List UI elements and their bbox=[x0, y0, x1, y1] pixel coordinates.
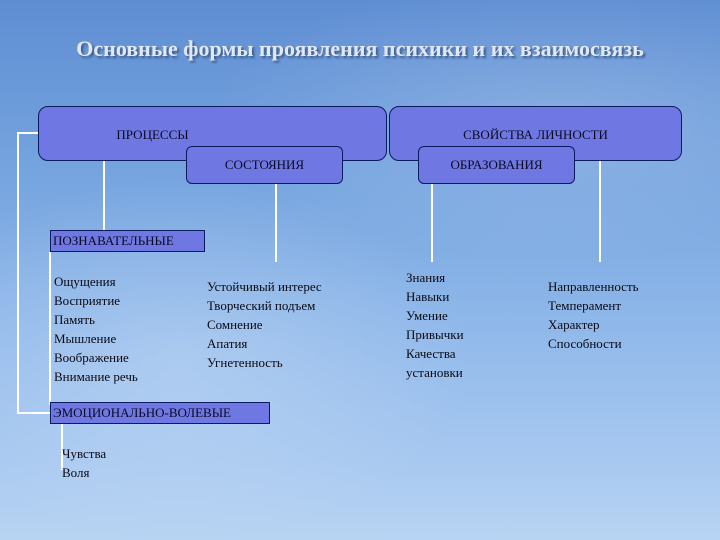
page-title: Основные формы проявления психики и их в… bbox=[76, 36, 644, 61]
processes-label: ПРОЦЕССЫ bbox=[116, 127, 189, 142]
list-item: Привычки bbox=[406, 327, 464, 342]
list-item: Апатия bbox=[207, 336, 248, 351]
list-item: Угнетенность bbox=[207, 355, 283, 370]
list-item: Знания bbox=[406, 270, 446, 285]
emotional-volitional-label: ЭМОЦИОНАЛЬНО-ВОЛЕВЫЕ bbox=[53, 405, 231, 420]
emotional-volitional-node: ЭМОЦИОНАЛЬНО-ВОЛЕВЫЕ bbox=[50, 402, 270, 424]
formation-items-list: Знания Навыки Умение Привычки Качества у… bbox=[406, 268, 464, 382]
list-item: Сомнение bbox=[207, 317, 263, 332]
formations-node: ОБРАЗОВАНИЯ bbox=[418, 146, 575, 184]
formations-label: ОБРАЗОВАНИЯ bbox=[450, 157, 543, 172]
list-item: Темперамент bbox=[548, 298, 622, 313]
states-label: СОСТОЯНИЯ bbox=[224, 157, 305, 172]
cognitive-node: ПОЗНАВАТЕЛЬНЫЕ bbox=[50, 230, 205, 252]
list-item: Внимание речь bbox=[54, 369, 138, 384]
list-item: Умение bbox=[406, 308, 448, 323]
list-item: Устойчивый интерес bbox=[207, 279, 322, 294]
cognitive-label: ПОЗНАВАТЕЛЬНЫЕ bbox=[53, 233, 174, 248]
list-item: Чувства bbox=[62, 446, 107, 461]
list-item: Навыки bbox=[406, 289, 450, 304]
list-item: Восприятие bbox=[54, 293, 121, 308]
list-item: Воображение bbox=[54, 350, 129, 365]
list-item: Мышление bbox=[54, 331, 117, 346]
list-item: Память bbox=[54, 312, 95, 327]
list-item: Способности bbox=[548, 336, 622, 351]
list-item: Характер bbox=[548, 317, 600, 332]
list-item: Качества bbox=[406, 346, 456, 361]
cognitive-items-list: Ощущения Восприятие Память Мышление Вооб… bbox=[54, 272, 138, 386]
list-item: Направленность bbox=[548, 279, 639, 294]
connector-processes-emotional bbox=[17, 132, 50, 414]
list-item: Ощущения bbox=[54, 274, 116, 289]
list-item: Творческий подъем bbox=[207, 298, 316, 313]
states-node: СОСТОЯНИЯ bbox=[186, 146, 343, 184]
state-items-list: Устойчивый интерес Творческий подъем Сом… bbox=[207, 277, 322, 372]
trait-items-list: Направленность Темперамент Характер Спос… bbox=[548, 277, 639, 353]
emotional-items-list: Чувства Воля bbox=[62, 444, 106, 482]
personality-traits-label: СВОЙСТВА ЛИЧНОСТИ bbox=[463, 127, 608, 142]
list-item: установки bbox=[406, 365, 463, 380]
list-item: Воля bbox=[62, 465, 90, 480]
